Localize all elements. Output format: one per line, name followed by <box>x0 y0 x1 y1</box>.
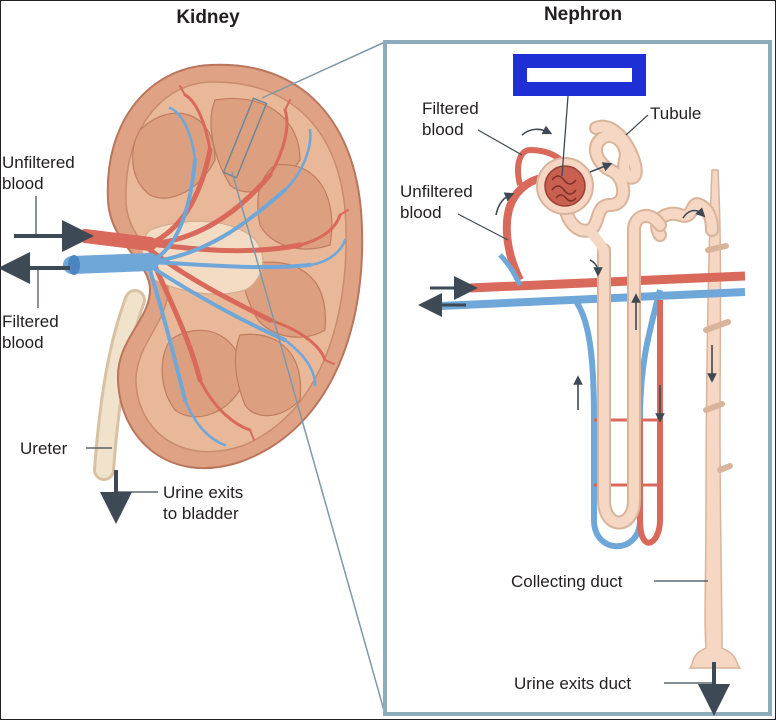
zoom-line-top <box>261 41 386 99</box>
kidney-veins <box>63 106 347 447</box>
kidney-illustration <box>63 63 364 481</box>
vasa-recta-red <box>637 300 663 546</box>
glomerulus <box>544 165 586 207</box>
kidney-title: Kidney <box>176 7 240 28</box>
kidney-unfiltered-blood-label: Unfiltered blood <box>2 153 80 193</box>
tubule-label: Tubule <box>650 104 701 123</box>
nephron-illustration <box>439 119 746 669</box>
nephron-filtered-blood-label: Filtered blood <box>422 99 483 139</box>
unfiltered-leader <box>35 196 80 237</box>
nephron-unfiltered-leader <box>457 213 509 241</box>
collecting-duct <box>688 169 742 669</box>
vasa-recta-blue <box>572 289 663 550</box>
flow-arrows <box>495 125 717 423</box>
kidney-filtered-blood-label: Filtered blood <box>2 312 63 352</box>
loop-of-henle <box>599 211 665 528</box>
nephron-unfiltered-blood-label: Unfiltered blood <box>400 182 478 222</box>
nephron-vein <box>439 288 746 310</box>
zoom-box <box>222 97 268 179</box>
nephron-title: Nephron <box>544 4 622 25</box>
hidden-label-leader <box>561 95 569 177</box>
urine-exits-duct-label: Urine exits duct <box>514 674 631 693</box>
ureter-label: Ureter <box>20 439 68 458</box>
tubule-leader <box>625 114 649 136</box>
label-mask-inner <box>527 68 632 82</box>
renal-vein-opening <box>68 255 80 275</box>
collecting-duct-label: Collecting duct <box>511 572 623 591</box>
proximal-tubule <box>559 121 641 236</box>
zoom-line-bottom <box>231 171 386 715</box>
urine-exits-bladder-label: Urine exits to bladder <box>163 483 248 523</box>
nephron-filtered-leader <box>477 129 523 156</box>
